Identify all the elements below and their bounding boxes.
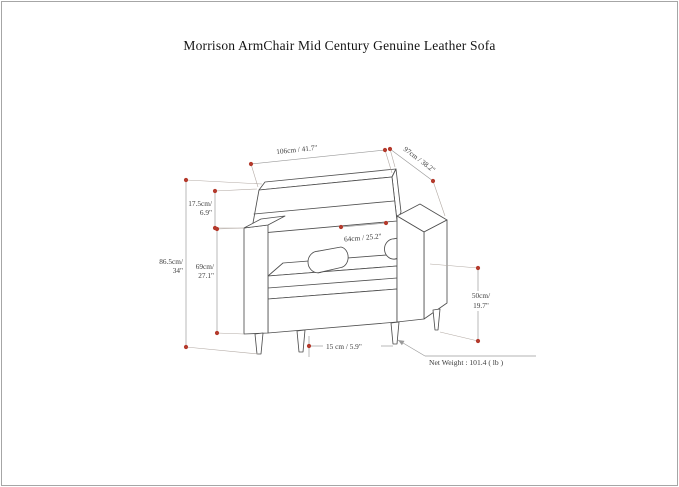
marker-dot [212, 188, 218, 194]
dimension-seat-width: 64cm / 25.2" [338, 220, 389, 244]
marker-dot [338, 224, 344, 230]
dim-label-seat-height-2: 19.7" [473, 301, 489, 310]
dimension-back-cushion-height: 17.5cm/ 6.9" [188, 188, 258, 231]
armchair-drawing [243, 168, 448, 355]
page-title: Morrison ArmChair Mid Century Genuine Le… [183, 38, 496, 53]
dim-label-seat-width: 64cm / 25.2" [344, 231, 382, 243]
dim-label-overall-width: 106cm / 41.7" [276, 143, 318, 156]
dim-label-overall-depth: 97cm / 38.2" [402, 144, 437, 174]
marker-dot [383, 220, 389, 226]
net-weight-annotation: Net Weight : 101.4 ( lb ) [397, 339, 536, 367]
marker-dot [183, 177, 189, 183]
marker-dot [475, 338, 481, 344]
chair-legs [254, 308, 441, 355]
dimension-seat-height: 50cm/ 19.7" [429, 263, 491, 344]
dim-label-arm-height-1: 69cm/ [196, 262, 215, 271]
dim-label-seat-height-1: 50cm/ [472, 291, 491, 300]
dimension-annotations: 106cm / 41.7" 97cm / 38.2" 17.5cm/ 6.9" [159, 143, 536, 367]
dim-label-leg-height: 15 cm / 5.9" [326, 342, 362, 351]
marker-dot [214, 330, 220, 336]
chair-bolster-left [307, 246, 349, 274]
dimension-overall-height: 86.5cm/ 34" [159, 177, 263, 355]
dim-label-arm-height-2: 27.1" [198, 271, 214, 280]
dim-label-overall-height-2: 34" [173, 266, 183, 275]
dimension-arm-height: 69cm/ 27.1" [196, 226, 245, 336]
chair-left-arm [243, 215, 286, 335]
marker-dot [382, 147, 388, 153]
marker-dot [306, 343, 312, 349]
dimension-leg-height: 15 cm / 5.9" [306, 336, 393, 357]
dim-label-back-cushion-height-2: 6.9" [200, 208, 212, 217]
chair-right-arm [396, 203, 448, 323]
marker-dot [183, 344, 189, 350]
leader-arrowhead [398, 340, 405, 346]
net-weight-label: Net Weight : 101.4 ( lb ) [429, 358, 504, 367]
chair-backrest [250, 168, 402, 235]
marker-dot [214, 226, 220, 232]
dim-label-back-cushion-height-1: 17.5cm/ [188, 199, 213, 208]
marker-dot [475, 265, 481, 271]
dimension-overall-width: 106cm / 41.7" [248, 143, 393, 188]
marker-dot [430, 178, 436, 184]
marker-dot [248, 161, 254, 167]
marker-dot [387, 146, 393, 152]
dim-label-overall-height-1: 86.5cm/ [159, 257, 184, 266]
